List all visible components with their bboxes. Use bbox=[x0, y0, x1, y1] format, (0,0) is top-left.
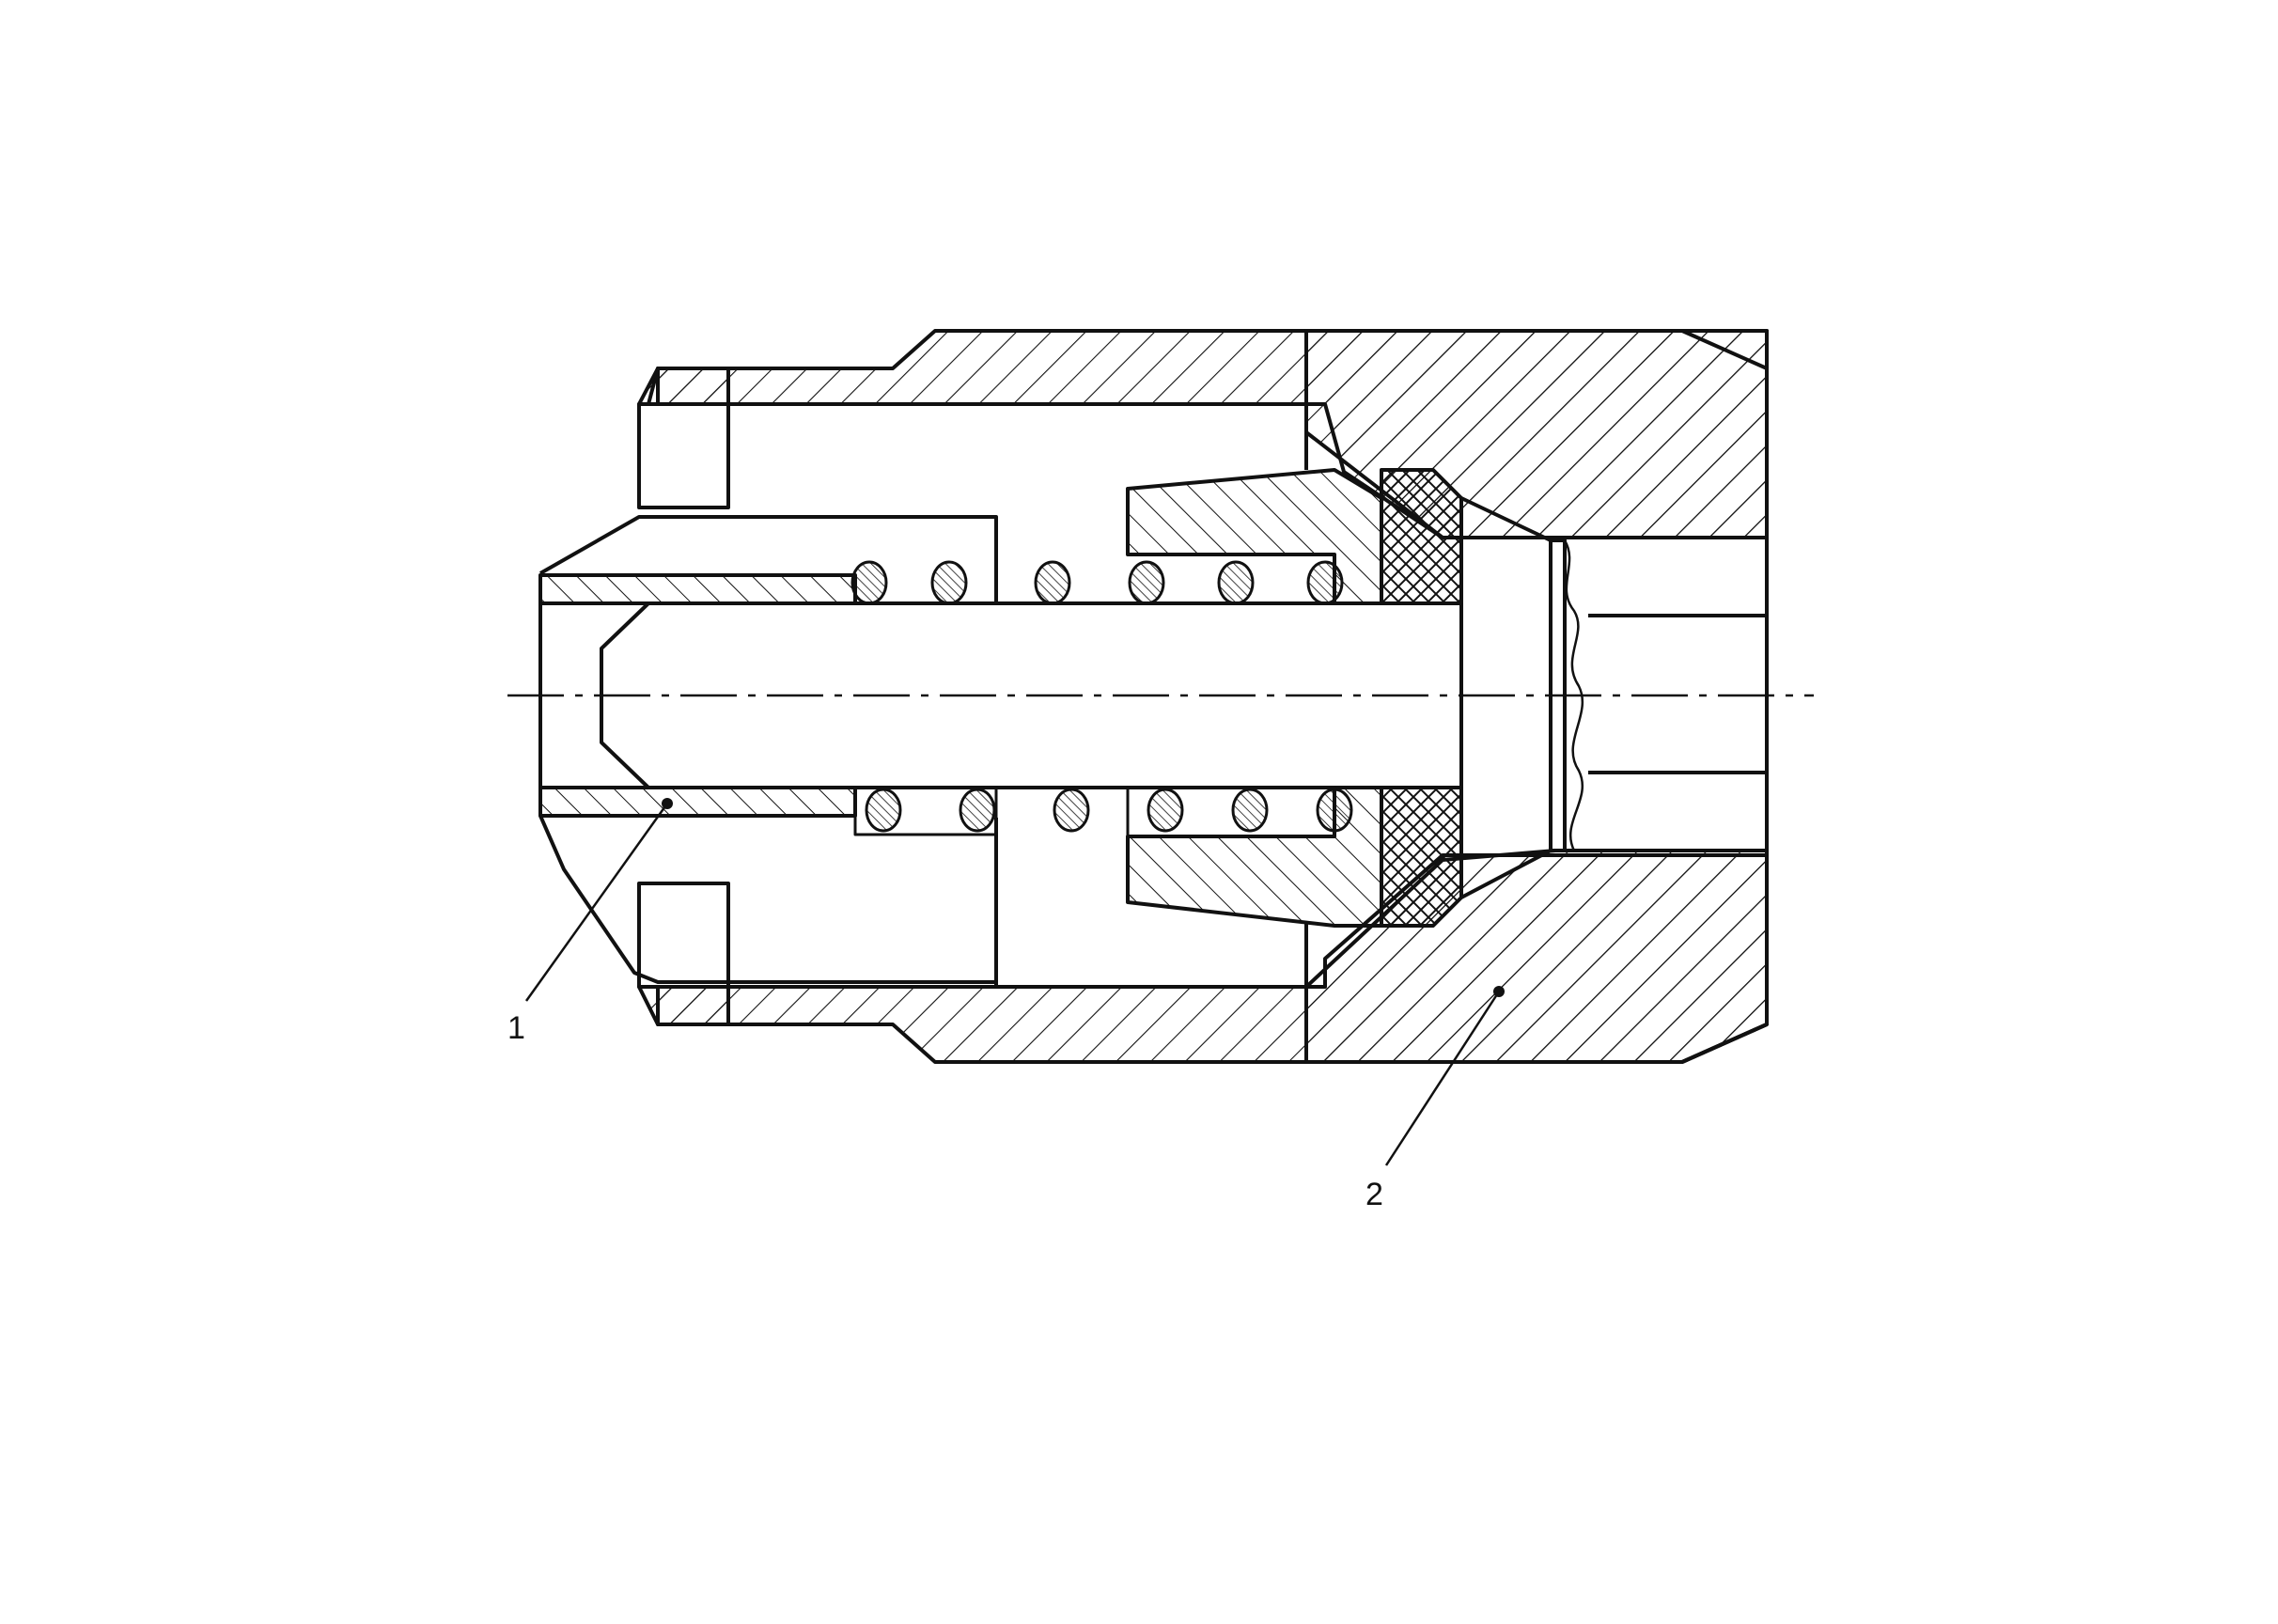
spring-seat-top bbox=[1126, 468, 1383, 605]
spring-bottom-box-right bbox=[1126, 786, 1336, 838]
spring-coil bbox=[1053, 788, 1090, 833]
spring-coil bbox=[959, 788, 996, 833]
spring-coil bbox=[930, 560, 968, 605]
callout-label-2: 2 bbox=[1365, 1177, 1383, 1212]
spring-bottom-box bbox=[853, 786, 998, 836]
sleeve-bottom-wall bbox=[538, 786, 857, 818]
collar-top-cap bbox=[637, 367, 730, 406]
spring-coil bbox=[850, 560, 888, 605]
spring-coils-bottom bbox=[865, 788, 1353, 833]
sleeve-outer-upper bbox=[539, 515, 998, 601]
sleeve-top-wall bbox=[538, 573, 857, 605]
spring-coil bbox=[1034, 560, 1071, 605]
spring-coil bbox=[1128, 560, 1165, 605]
leader-dot-1 bbox=[662, 798, 673, 809]
bore-wavy-edge bbox=[1563, 539, 1584, 851]
valve-cone-head bbox=[1460, 496, 1552, 899]
collar-bottom-cap bbox=[637, 985, 730, 1026]
leader-dot-2 bbox=[1493, 986, 1505, 997]
sleeve-outer-lower bbox=[538, 815, 996, 984]
collar-bottom-wall bbox=[637, 882, 730, 989]
leader-line-1 bbox=[524, 803, 669, 1002]
spring-coil bbox=[1147, 788, 1184, 833]
spring-coil bbox=[1231, 788, 1269, 833]
spring-coils-top bbox=[850, 560, 1344, 605]
seal-ring-bottom bbox=[1380, 786, 1463, 928]
spring-coil bbox=[1217, 560, 1255, 605]
collar-top-wall bbox=[637, 402, 730, 509]
leader-line-2 bbox=[1384, 991, 1501, 1166]
spring-coil bbox=[1306, 560, 1344, 605]
seal-ring-top bbox=[1380, 468, 1463, 605]
callout-label-1: 1 bbox=[507, 1010, 525, 1046]
spring-coil bbox=[865, 788, 902, 833]
